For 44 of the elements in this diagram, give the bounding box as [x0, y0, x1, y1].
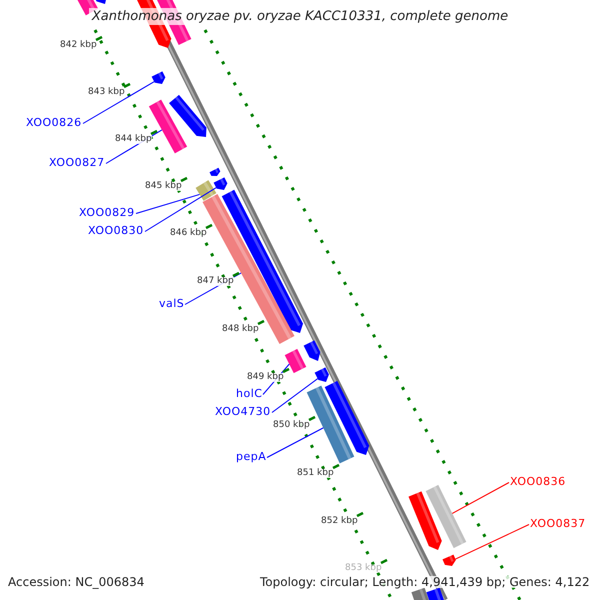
gene-pentagon: [304, 340, 320, 361]
gene-pentagon: [324, 380, 370, 455]
gene-pentagon: [408, 491, 442, 550]
position-label: 848 kbp: [222, 325, 259, 334]
position-label: 850 kbp: [273, 421, 310, 430]
gene-label: XOO0829: [79, 207, 135, 218]
position-label: 842 kbp: [60, 41, 97, 50]
gene-label: XOO0827: [49, 157, 105, 168]
gene-label: XOO0826: [26, 117, 82, 128]
gene-bar: [284, 348, 306, 374]
gene-bar: [411, 588, 432, 600]
gene-label: holC: [236, 388, 262, 399]
footer-text: Accession: NC_006834: [8, 576, 144, 588]
leader-line: [272, 378, 318, 413]
leader-line: [452, 482, 510, 514]
leader-line: [136, 194, 200, 214]
gene-label: XOO0837: [530, 518, 586, 529]
gene-label: XOO4730: [215, 406, 271, 417]
gene-pentagon: [152, 71, 166, 84]
position-label: 843 kbp: [88, 88, 125, 97]
gene-pentagon: [210, 168, 220, 176]
gene-bar: [426, 588, 447, 600]
position-label: 846 kbp: [170, 229, 207, 238]
position-label: 852 kbp: [321, 517, 358, 526]
gene-pentagon: [214, 177, 228, 190]
gene-bar: [196, 180, 216, 201]
leader-line: [266, 427, 324, 458]
gene-bar: [426, 484, 466, 548]
position-label: 851 kbp: [297, 469, 334, 478]
leader-line: [454, 524, 530, 560]
gene-pentagon: [442, 554, 456, 566]
leader-line: [82, 81, 155, 124]
gene-label: pepA: [236, 451, 266, 462]
position-label: 853 kbp: [345, 564, 382, 573]
leader-line: [144, 187, 217, 232]
position-label: 849 kbp: [247, 373, 284, 382]
gene-label: XOO0836: [510, 476, 566, 487]
position-label: 847 kbp: [197, 277, 234, 286]
position-label: 844 kbp: [115, 135, 152, 144]
gene-pentagon: [169, 94, 206, 137]
gene-label: XOO0830: [88, 225, 144, 236]
gene-pentagon: [314, 367, 329, 382]
gene-label: valS: [159, 298, 184, 309]
position-label: 845 kbp: [145, 182, 182, 191]
